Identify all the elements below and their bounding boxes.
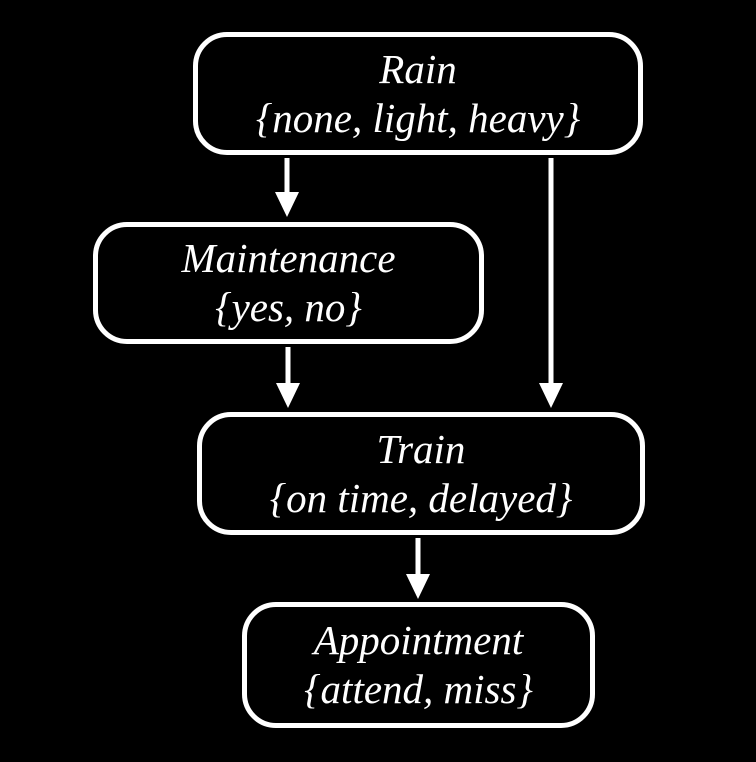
node-label: Maintenance <box>181 235 396 281</box>
edge-maintenance-to-train <box>276 347 300 408</box>
node-label: Appointment <box>313 617 524 663</box>
node-rain: Rain {none, light, heavy} <box>193 32 643 155</box>
node-appointment: Appointment {attend, miss} <box>242 602 595 728</box>
node-values: {none, light, heavy} <box>255 94 581 141</box>
node-train: Train {on time, delayed} <box>197 412 645 535</box>
node-values: {attend, miss} <box>304 666 533 712</box>
arrowhead-icon <box>276 383 300 408</box>
edge-rain-to-train <box>539 158 563 408</box>
edge-rain-to-maintenance <box>275 158 299 217</box>
node-values: {on time, delayed} <box>269 474 573 521</box>
node-label: Train <box>376 425 466 472</box>
arrowhead-icon <box>539 383 563 408</box>
node-maintenance: Maintenance {yes, no} <box>93 222 484 344</box>
edge-train-to-appointment <box>406 538 430 599</box>
node-values: {yes, no} <box>215 284 362 330</box>
arrowhead-icon <box>275 192 299 217</box>
arrowhead-icon <box>406 574 430 599</box>
node-label: Rain <box>379 45 457 92</box>
